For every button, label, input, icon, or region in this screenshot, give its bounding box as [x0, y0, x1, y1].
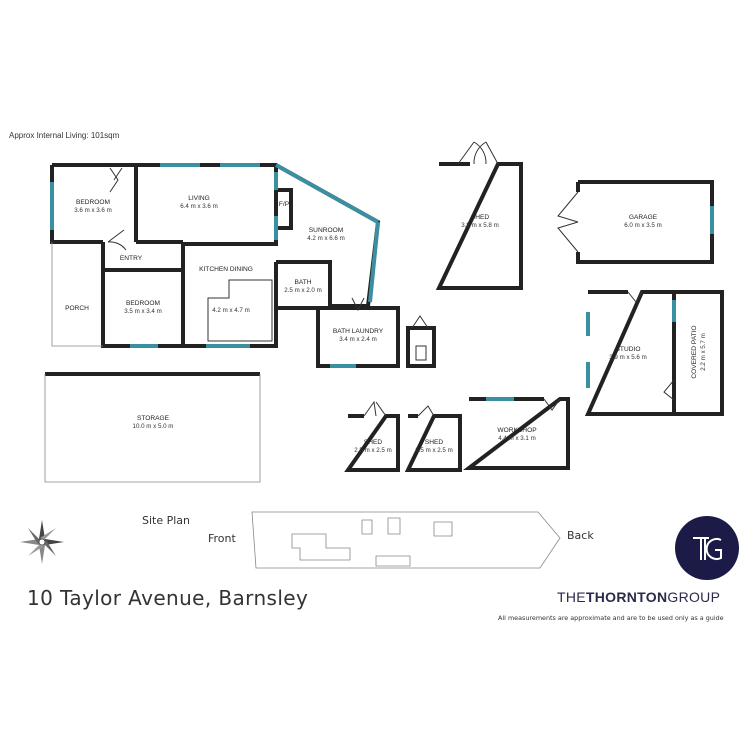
measurement-disclaimer: All measurements are approximate and are… [498, 614, 724, 622]
workshop-door [543, 398, 561, 411]
room-name: SHED [471, 214, 490, 221]
main-house [50, 163, 436, 368]
room-size: 2.5 m x 2.5 m [415, 447, 452, 454]
studio [584, 290, 676, 416]
room-name: PORCH [65, 305, 89, 312]
room-name: STORAGE [137, 415, 170, 422]
window [275, 163, 379, 224]
room-name: SHED [425, 439, 444, 446]
toilet-icon [415, 345, 427, 361]
shed-door [417, 405, 435, 417]
entry-door [107, 229, 127, 251]
bedroom-door [109, 167, 123, 193]
porch-outline [51, 242, 103, 347]
room-name: F/P [279, 201, 290, 208]
room-name: BATH LAUNDRY [333, 328, 384, 335]
room-size: 4.2 m x 4.7 m [212, 307, 249, 314]
front-label: Front [208, 532, 236, 545]
covered-patio-label: COVERED PATIO 2.2 m x 5.7 m [691, 325, 707, 378]
room-size: 6.0 m x 3.5 m [624, 222, 661, 229]
room-size: 4.2 m x 6.6 m [307, 235, 344, 242]
studio-door [627, 291, 643, 303]
room-name: WORKSHOP [497, 427, 537, 434]
room-size: 3.8 m x 5.8 m [461, 222, 498, 229]
room-name: STUDIO [616, 346, 641, 353]
internal-living-note: Approx Internal Living: 101sqm [9, 131, 120, 140]
workshop [463, 397, 570, 470]
room-size: 3.5 m x 3.4 m [124, 308, 161, 315]
room-name: BEDROOM [126, 300, 160, 307]
shed-a [344, 400, 400, 472]
shed-large [435, 141, 523, 290]
brand-wordmark: THETHORNTONGROUP [557, 589, 720, 605]
room-name: BEDROOM [76, 199, 110, 206]
room-size: 10.0 m x 5.0 m [133, 423, 174, 430]
room-size: 3.4 m x 2.4 m [339, 336, 376, 343]
room-name: ENTRY [120, 255, 143, 262]
shed-b [404, 405, 462, 472]
double-door [557, 191, 579, 253]
storage [44, 372, 261, 483]
room-size: 6.4 m x 3.6 m [180, 203, 217, 210]
garage [557, 180, 714, 264]
room-size: 3.6 m x 3.6 m [74, 207, 111, 214]
back-label: Back [567, 529, 594, 542]
room-name: KITCHEN DINING [199, 266, 253, 273]
room-size: 4.4 m x 3.1 m [498, 435, 535, 442]
room-size: 2.2 m x 5.7 m [700, 333, 707, 370]
room-name: GARAGE [629, 214, 658, 221]
tg-monogram-icon [675, 516, 739, 580]
window [368, 221, 380, 303]
room-name: COVERED PATIO [691, 325, 698, 378]
room-name: LIVING [188, 195, 210, 202]
toilet-door [411, 315, 429, 329]
site-plan-label: Site Plan [142, 514, 191, 527]
room-name: BATH [294, 279, 311, 286]
brand-group: GROUP [667, 589, 721, 605]
room-size: 3.9 m x 5.6 m [609, 354, 646, 361]
laundry-door [351, 297, 365, 312]
kitchen-bench [207, 279, 273, 342]
covered-patio [672, 290, 724, 416]
double-door [457, 141, 499, 165]
double-door [363, 400, 387, 417]
compass-rose-icon [20, 520, 64, 564]
room-name: SUNROOM [309, 227, 343, 234]
brand-the: THE [557, 589, 586, 605]
site-plan-diagram [251, 511, 561, 569]
room-size: 2.5 m x 2.5 m [354, 447, 391, 454]
room-name: SHED [364, 439, 383, 446]
room-size: 2.5 m x 2.0 m [284, 287, 321, 294]
property-address: 10 Taylor Avenue, Barnsley [27, 586, 309, 610]
brand-thornton: THORNTON [585, 589, 668, 605]
patio-door [663, 379, 675, 401]
logo-glyph [693, 537, 722, 560]
